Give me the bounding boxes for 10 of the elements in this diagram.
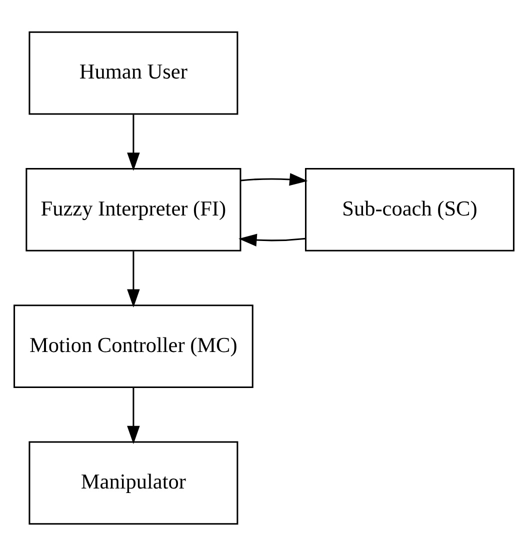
arrow bbox=[240, 173, 308, 186]
node-box: Fuzzy Interpreter (FI) bbox=[26, 168, 242, 252]
arrow bbox=[127, 114, 140, 171]
arrow bbox=[127, 251, 140, 308]
node-box: Motion Controller (MC) bbox=[14, 304, 254, 388]
node-box: Sub-coach (SC) bbox=[304, 168, 514, 252]
arrow bbox=[127, 388, 140, 444]
node-box: Human User bbox=[28, 31, 238, 115]
node-box: Manipulator bbox=[28, 441, 238, 525]
arrow bbox=[238, 234, 306, 246]
